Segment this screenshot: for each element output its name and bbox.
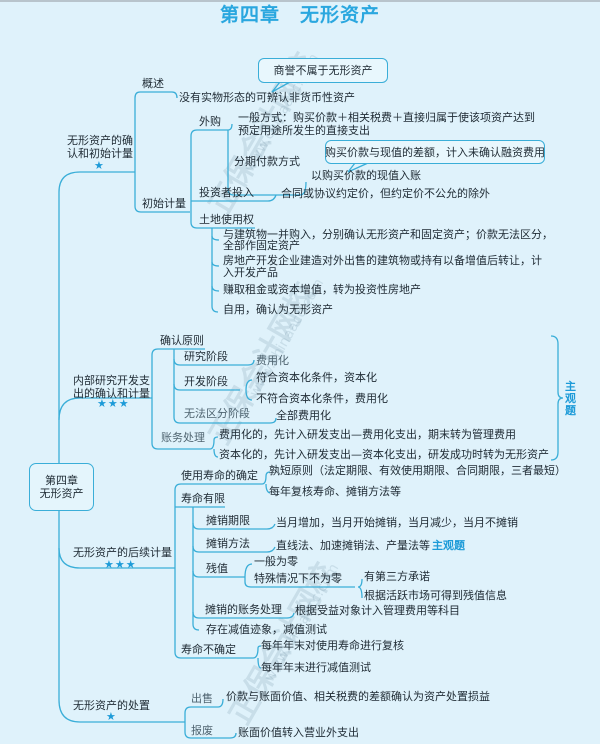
amortization-period-label: 摊销期限 (206, 514, 250, 527)
principle-label: 确认原则 (160, 334, 204, 347)
installment-value: 以购买价款的现值入账 (311, 169, 421, 182)
sale-value: 价款与账面价值、相关税费的差额确认为资产处置损益 (226, 690, 490, 703)
amortization-accounting-value: 根据受益对象计入管理费用等科目 (295, 604, 460, 617)
star-rating: ★ (94, 159, 105, 172)
residual-special-item: 根据活跃市场可得到残值信息 (364, 589, 507, 602)
indefinite-item: 每年年末对使用寿命进行复核 (261, 639, 404, 652)
land-item: 全部作固定资产 (223, 239, 300, 252)
development-value2: 不符合资本化条件，费用化 (256, 392, 388, 405)
land-use-label: 土地使用权 (199, 213, 254, 226)
residual-general: 一般为零 (254, 555, 298, 568)
installment-note-bubble: 购买价款与现值的差额，计入未确认融资费用 (325, 140, 545, 164)
land-item: 房地产开发企业建造对外出售的建筑物或持有以备增值后转让，计 (223, 254, 542, 267)
land-item: 与建筑物一并购入，分别确认无形资产和固定资产；价款无法区分， (223, 228, 553, 241)
scrap-value: 账面价值转入营业外支出 (238, 726, 359, 739)
finite-life-label: 寿命有限 (181, 492, 225, 505)
star-rating: ★★★ (104, 558, 137, 571)
branch4-label: 无形资产的处置 (73, 699, 150, 712)
purchase-general-line2: 预定用途所发生的直接支出 (238, 124, 370, 137)
amortization-accounting-label: 摊销的账务处理 (205, 603, 282, 616)
investor-label: 投资者投入 (199, 186, 254, 199)
star-rating: ★ (106, 710, 117, 723)
root-line1: 第四章 (45, 474, 78, 487)
purchase-label: 外购 (199, 115, 221, 128)
branch3-label: 无形资产的后续计量 (73, 546, 172, 559)
root-node: 第四章 无形资产 (29, 463, 94, 511)
branch1-label: 无形资产的确 (67, 134, 133, 147)
branch2-label: 内部研究开发支 (73, 374, 150, 387)
land-item: 自用，确认为无形资产 (223, 303, 333, 316)
amortization-method-label: 摊销方法 (206, 537, 250, 550)
installment-label: 分期付款方式 (234, 155, 300, 168)
subjective-question-tag: 主观题 (432, 539, 465, 552)
overview-label: 概述 (142, 77, 164, 90)
investor-value: 合同或协议约定价，但约定价不公允的除外 (281, 187, 490, 200)
indistinct-value: 全部费用化 (276, 409, 331, 422)
research-value: 费用化 (256, 354, 289, 367)
life-item: 每年复核寿命、摊销方法等 (269, 485, 401, 498)
top-border (0, 0, 600, 2)
amortization-period-value: 当月增加，当月开始摊销，当月减少，当月不摊销 (276, 516, 518, 529)
land-item: 入开发产品 (223, 266, 278, 279)
sale-label: 出售 (191, 692, 213, 705)
purchase-general-line1: 一般方式：购买价款＋相关税费＋直接归属于使该项资产达到 (238, 111, 535, 124)
accounting-item: 费用化的，先计入研发支出—费用化支出，期末转为管理费用 (219, 428, 516, 441)
impairment-test: 存在减值迹象，减值测试 (206, 623, 327, 636)
land-item: 赚取租金或资本增值，转为投资性房地产 (223, 283, 421, 296)
overview-definition: 没有实物形态的可辨认非货币性资产 (179, 91, 355, 104)
life-determination-label: 使用寿命的确定 (181, 469, 258, 482)
residual-special-item: 有第三方承诺 (364, 570, 430, 583)
goodwill-note-bubble: 商誉不属于无形资产 (258, 58, 388, 83)
star-rating: ★★★ (97, 397, 130, 410)
amortization-method-value: 直线法、加速摊销法、产量法等 (276, 539, 430, 552)
branch2-label-2: 出的确认和计量 (73, 387, 150, 400)
indefinite-life-label: 寿命不确定 (181, 643, 236, 656)
accounting-item: 资本化的，先计入研发支出—资本化支出，研发成功时转为无形资产 (219, 448, 549, 461)
accounting-label: 账务处理 (161, 431, 205, 444)
subjective-question-tag: 主观题 (565, 380, 576, 417)
page-title: 第四章 无形资产 (219, 4, 380, 26)
residual-special: 特殊情况下不为零 (254, 572, 342, 585)
root-line2: 无形资产 (39, 487, 84, 500)
research-label: 研究阶段 (184, 350, 228, 363)
residual-label: 残值 (206, 562, 228, 575)
development-value1: 符合资本化条件，资本化 (256, 371, 377, 384)
indistinct-label: 无法区分阶段 (184, 407, 250, 420)
life-item: 孰短原则（法定期限、有效使用期限、合同期限，三者最短） (269, 464, 566, 477)
scrap-label: 报废 (191, 724, 213, 737)
indefinite-item: 每年年末进行减值测试 (261, 661, 371, 674)
branch1-label-2: 认和初始计量 (67, 147, 133, 160)
development-label: 开发阶段 (184, 375, 228, 388)
initial-measure-label: 初始计量 (142, 197, 186, 210)
